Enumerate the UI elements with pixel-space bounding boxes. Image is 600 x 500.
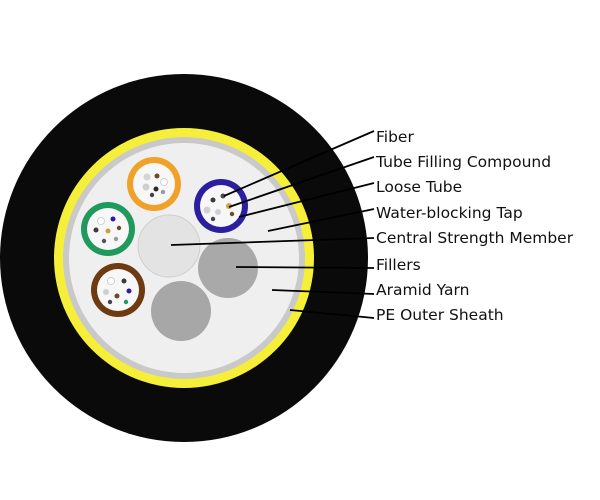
label-fiber: Fiber [376,128,414,146]
leader-line-tube-filling-compound [228,156,375,208]
leader-line-aramid-yarn [271,289,375,295]
label-central-strength-member: Central Strength Member [376,229,574,247]
filler-right [198,238,258,298]
label-pe-outer-sheath: PE Outer Sheath [376,306,504,324]
leader-line-loose-tube [238,182,375,218]
central-strength-member [137,214,201,278]
label-water-blocking-tap: Water-blocking Tap [376,204,523,222]
filler-bottom [151,281,211,341]
label-fillers: Fillers [376,256,421,274]
label-tube-filling-compound: Tube Filling Compound [376,153,552,171]
leader-line-central-strength-member [170,237,375,246]
leader-line-water-blocking-tap [267,208,375,232]
leader-line-fillers [235,266,375,269]
label-loose-tube: Loose Tube [376,178,463,196]
loose-tube-blue [194,179,248,233]
leader-line-pe-outer-sheath [289,309,375,319]
leader-lines [170,130,375,319]
loose-tube-green [81,202,135,256]
leader-line-fiber [223,130,375,197]
loose-tube-orange [127,157,181,211]
label-aramid-yarn: Aramid Yarn [376,281,470,299]
loose-tube-brown [91,263,145,317]
